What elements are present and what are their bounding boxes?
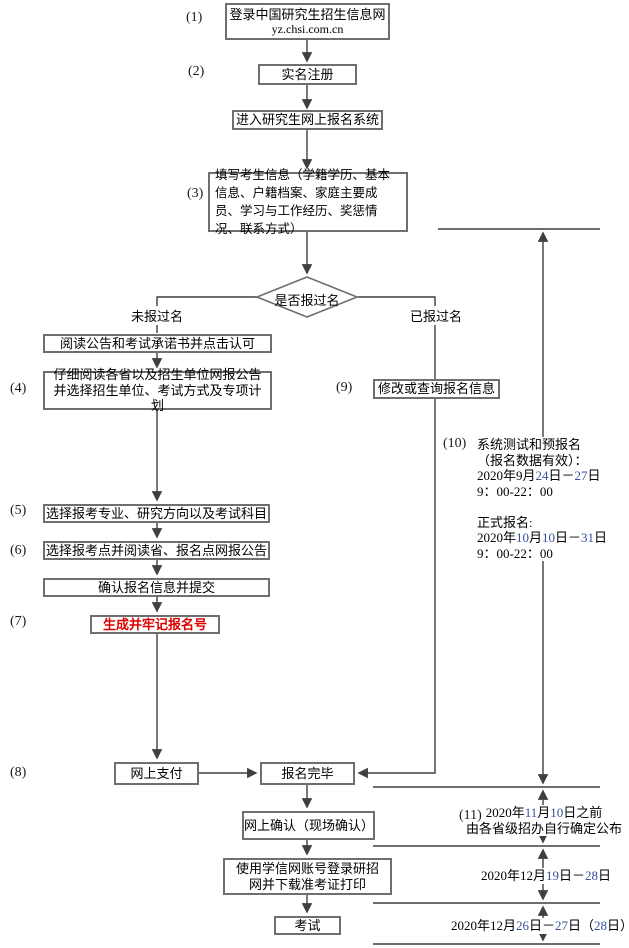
timeline-11-text: 2020年11月10日之前由各省级招办自行确定公布 xyxy=(466,805,623,836)
node-reg-done: 报名完毕 xyxy=(260,762,355,785)
node-read-notice: 阅读公告和考试承诺书并点击认可 xyxy=(43,334,272,353)
step-label-1: (1) xyxy=(186,10,203,25)
node-confirm-online: 网上确认（现场确认） xyxy=(242,811,375,840)
step-label-9: (9) xyxy=(336,380,353,395)
step-label-10: (10) xyxy=(443,436,467,451)
step-label-3: (3) xyxy=(187,186,204,201)
branch-yes-line xyxy=(357,296,436,779)
step-label-6: (6) xyxy=(10,543,27,558)
timeline-13-text: 2020年12月26日－27日（28日） xyxy=(451,918,629,934)
node-exam: 考试 xyxy=(274,916,341,935)
branch-no-label: 未报过名 xyxy=(130,306,185,325)
node-confirm-info: 确认报名信息并提交 xyxy=(43,578,270,597)
node-download-print: 使用学信网账号登录研招网并下载准考证打印 xyxy=(223,858,392,895)
node-choose-major: 选择报考专业、研究方向以及考试科目 xyxy=(43,504,270,523)
branch-yes-label: 已报过名 xyxy=(409,306,464,325)
step-label-7: (7) xyxy=(10,614,27,629)
step-label-5: (5) xyxy=(10,503,27,518)
node-pay-online: 网上支付 xyxy=(114,762,199,785)
node-enter-system: 进入研究生网上报名系统 xyxy=(232,110,383,130)
decision-label: 是否报过名 xyxy=(274,293,340,308)
node-login-title: 登录中国研究生招生信息网 xyxy=(229,6,386,22)
node-login-url: yz.chsi.com.cn xyxy=(271,22,344,37)
node-register: 实名注册 xyxy=(258,64,357,85)
step-label-4: (4) xyxy=(10,381,27,396)
node-read-province: 仔细阅读各省以及招生单位网报公告并选择招生单位、考试方式及专项计划 xyxy=(43,367,272,413)
decision-diamond xyxy=(254,276,360,318)
timeline-12-text: 2020年12月19日－28日 xyxy=(481,868,612,884)
node-modify-query: 修改或查询报名信息 xyxy=(373,379,500,399)
node-fill-info: 填写考生信息（学籍学历、基本信息、户籍档案、家庭主要成员、学习与工作经历、奖惩情… xyxy=(208,168,408,236)
step-label-2: (2) xyxy=(188,64,205,79)
node-login: 登录中国研究生招生信息网 yz.chsi.com.cn xyxy=(225,3,390,40)
node-choose-point: 选择报考点并阅读省、报名点网报公告 xyxy=(43,541,270,560)
node-gen-number: 生成并牢记报名号 xyxy=(90,615,220,634)
step-label-11: (11) xyxy=(459,808,482,823)
step-label-8: (8) xyxy=(10,765,27,780)
